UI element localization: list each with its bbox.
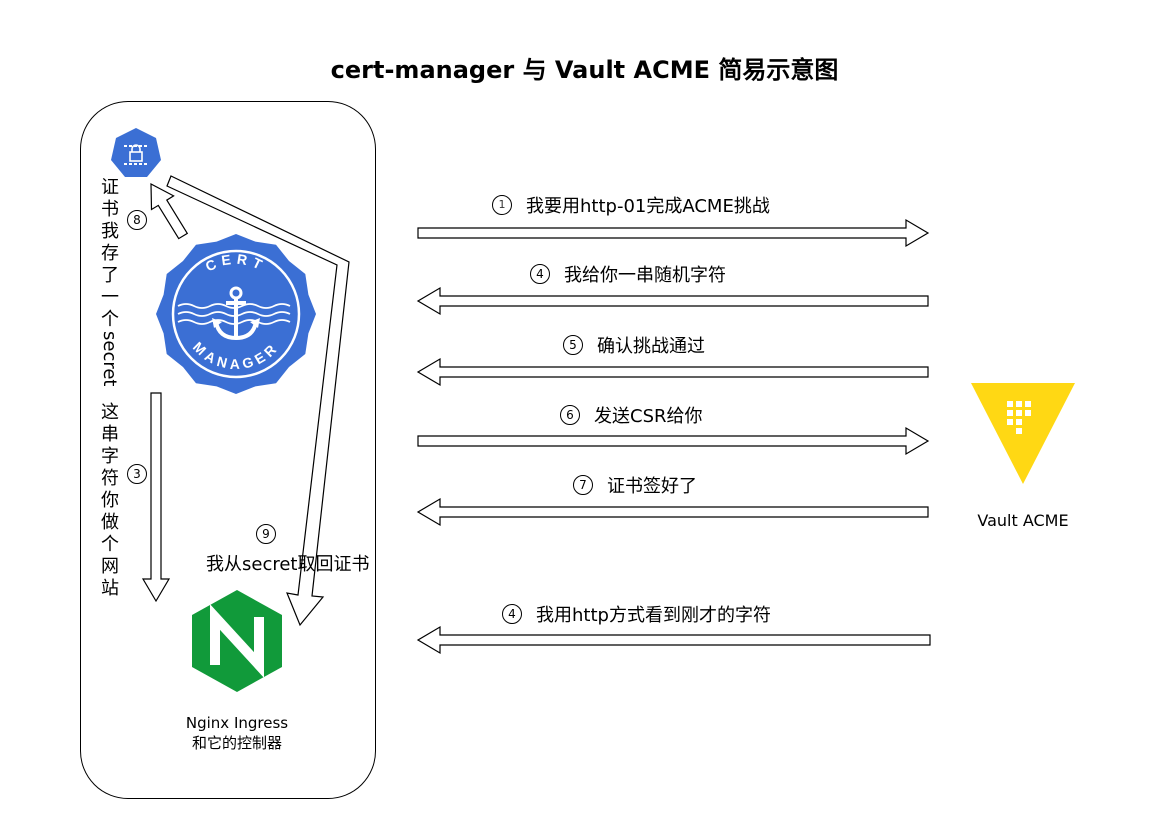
- step-number: 4: [530, 264, 550, 284]
- arrow-step-4b: [416, 625, 931, 655]
- message-text: 我用http方式看到刚才的字符: [536, 605, 771, 626]
- message-text: 确认挑战通过: [597, 336, 705, 357]
- step-number: 5: [563, 335, 583, 355]
- arrow-step-1: [417, 218, 930, 248]
- step3-text: 这串字符你做个网站: [101, 402, 119, 599]
- secret-icon: [111, 128, 161, 177]
- vault-logo: [971, 383, 1075, 484]
- arrow-step-7: [416, 497, 929, 527]
- step9-text: 我从secret取回证书: [206, 554, 370, 575]
- step-number: 6: [560, 405, 580, 425]
- message-5: 5 确认挑战通过: [563, 332, 705, 358]
- step8-text-cjk: 证书我存了一个: [101, 177, 119, 330]
- step8-number: 8: [127, 210, 147, 230]
- step-number: 4: [502, 604, 522, 624]
- nginx-label: Nginx Ingress 和它的控制器: [167, 714, 307, 753]
- diagram-title: cert-manager 与 Vault ACME 简易示意图: [330, 56, 839, 84]
- message-4a: 4 我给你一串随机字符: [530, 261, 726, 287]
- cert-manager-logo: CERT MANAGER: [156, 234, 316, 394]
- step9-number: 9: [256, 524, 276, 544]
- message-text: 我给你一串随机字符: [564, 265, 726, 286]
- message-7: 7 证书签好了: [573, 472, 697, 498]
- vault-label: Vault ACME: [977, 511, 1069, 530]
- message-text: 我要用http-01完成ACME挑战: [526, 196, 770, 217]
- message-6: 6 发送CSR给你: [560, 402, 703, 428]
- message-text: 发送CSR给你: [594, 406, 703, 427]
- arrow-step-8: [150, 182, 189, 240]
- nginx-logo: [192, 590, 282, 692]
- step-number: 1: [492, 195, 512, 215]
- step-number: 7: [573, 475, 593, 495]
- message-4b: 4 我用http方式看到刚才的字符: [502, 601, 771, 627]
- nginx-label-line1: Nginx Ingress: [185, 714, 289, 732]
- arrow-step-9: [166, 175, 350, 627]
- step3-number: 3: [127, 464, 147, 484]
- arrow-step-5: [416, 357, 929, 387]
- nginx-label-line2: 和它的控制器: [191, 734, 282, 752]
- arrow-step-3: [141, 392, 171, 603]
- arrow-step-4a: [416, 286, 929, 316]
- step8-text-latin: secret: [99, 331, 120, 387]
- cluster-boundary: [80, 101, 376, 799]
- arrow-step-6: [417, 426, 930, 456]
- message-text: 证书签好了: [607, 476, 697, 497]
- message-1: 1 我要用http-01完成ACME挑战: [492, 192, 770, 218]
